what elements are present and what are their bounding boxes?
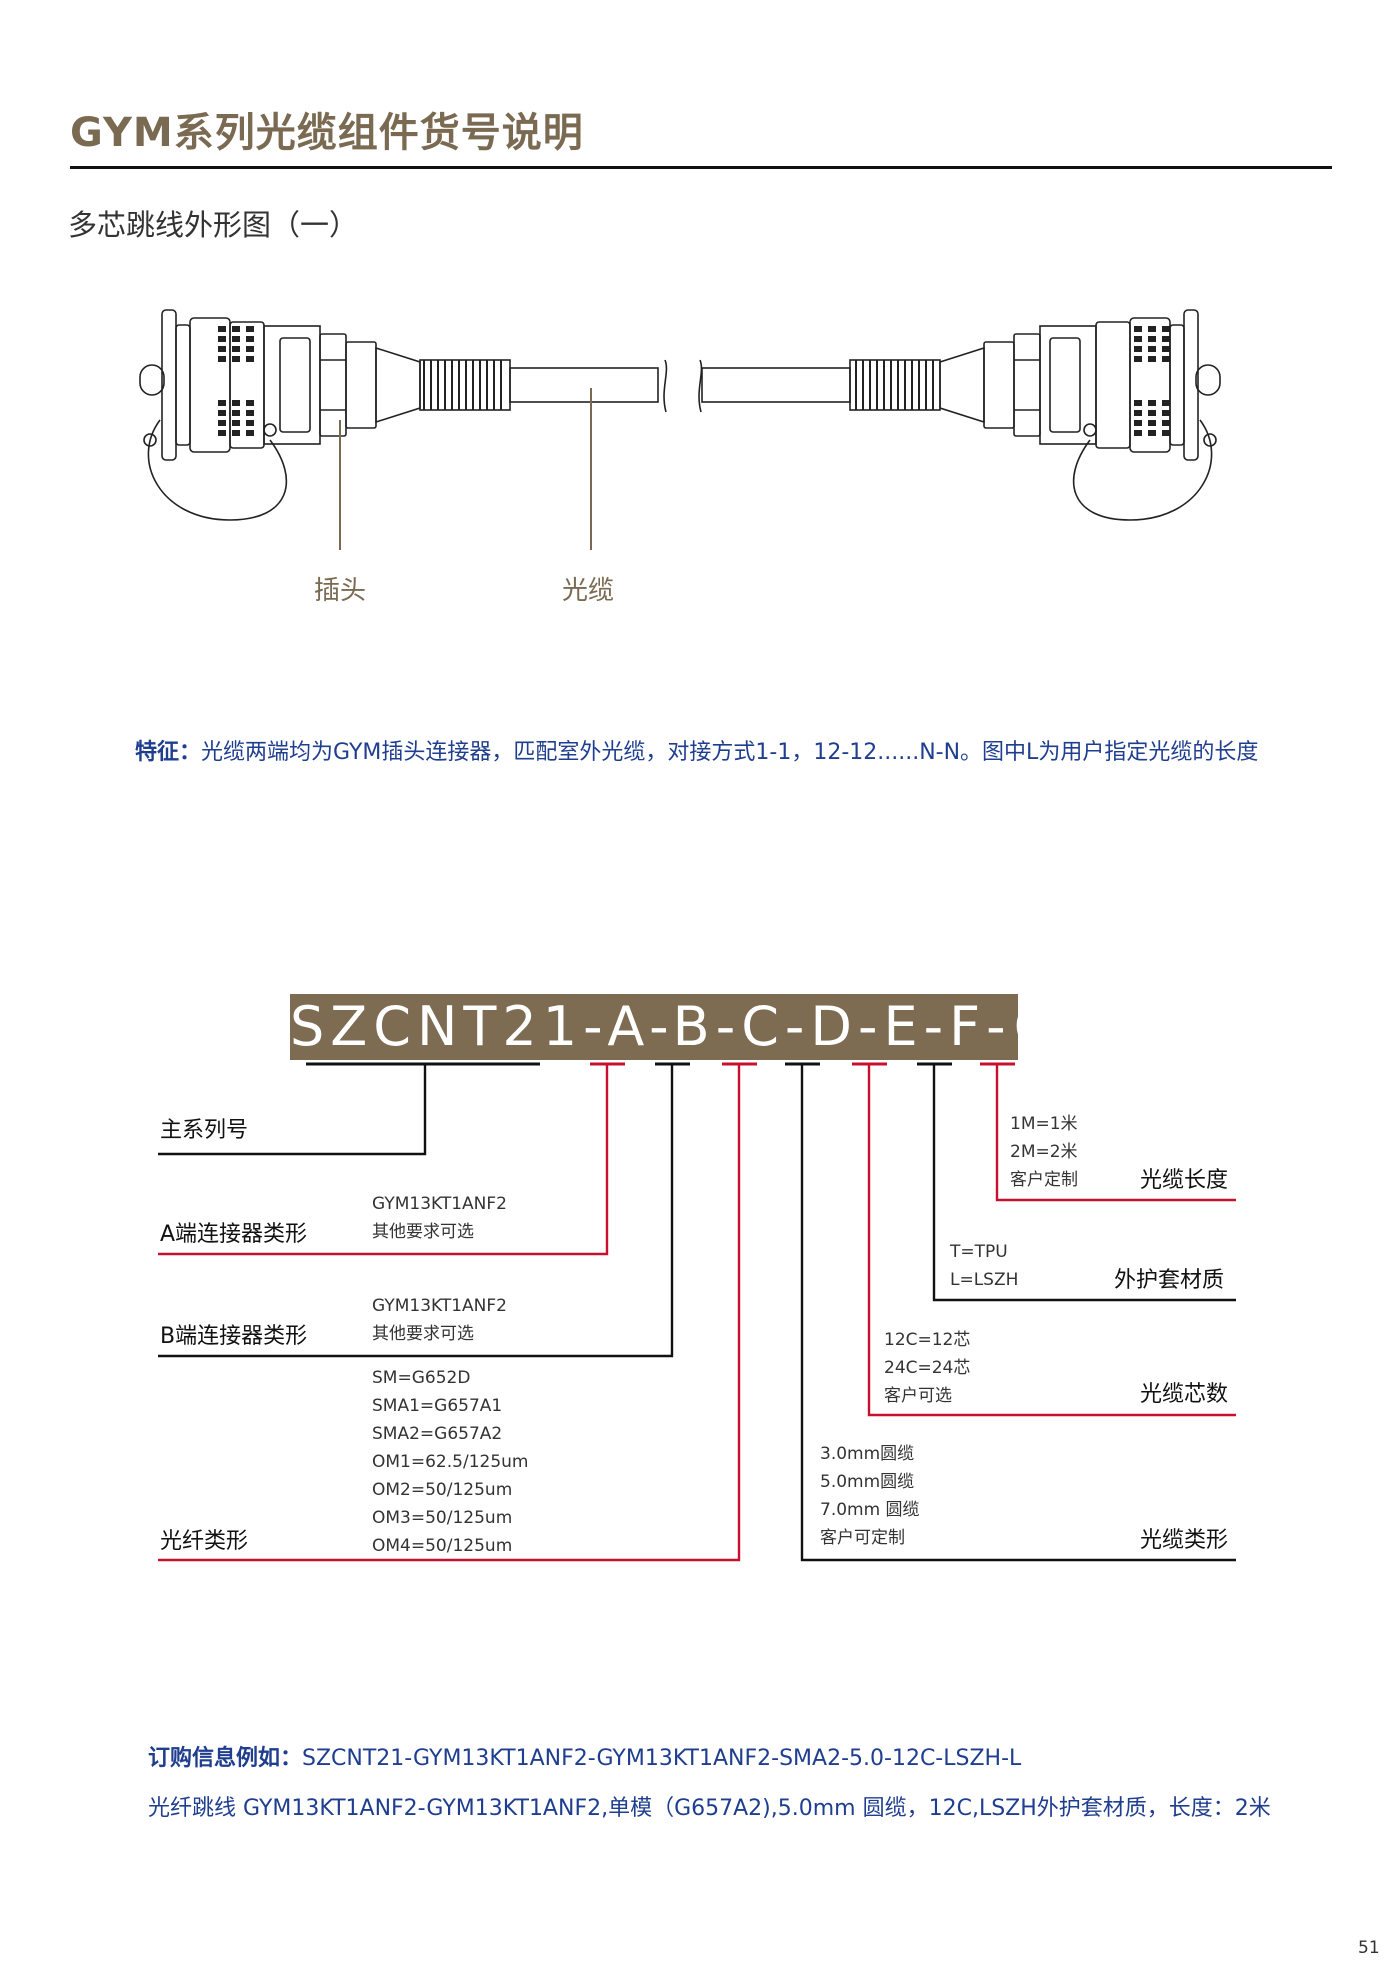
part-number-code: SZCNT21-A-B-C-D-E-F-G: [290, 994, 1062, 1060]
field-label-core-count: 光缆芯数: [1140, 1382, 1229, 1407]
order-code: SZCNT21-GYM13KT1ANF2-GYM13KT1ANF2-SMA2-5…: [302, 1746, 1022, 1771]
jacket-option-1: T=TPU: [950, 1242, 1008, 1262]
length-option-3: 客户定制: [1010, 1170, 1078, 1190]
cable-type-option-3: 7.0mm 圆缆: [820, 1500, 920, 1520]
field-b-option-1: GYM13KT1ANF2: [372, 1296, 507, 1316]
feature-label: 特征：: [135, 740, 202, 765]
field-a-option-1: GYM13KT1ANF2: [372, 1194, 507, 1214]
page-number: 51: [1358, 1938, 1380, 1958]
field-label-cable-length: 光缆长度: [1140, 1168, 1229, 1193]
fiber-option-7: OM4=50/125um: [372, 1536, 513, 1556]
section-subtitle: 多芯跳线外形图（一）: [68, 208, 359, 242]
order-label: 订购信息例如：: [148, 1746, 303, 1771]
cable-type-option-2: 5.0mm圆缆: [820, 1472, 915, 1492]
feature-description: 特征：光缆两端均为GYM插头连接器，匹配室外光缆，对接方式1-1，12-12..…: [135, 730, 1285, 776]
field-label-b-connector: B端连接器类形: [160, 1324, 308, 1349]
cable-assembly-drawing: [139, 309, 1221, 550]
field-label-main-series: 主系列号: [160, 1118, 249, 1143]
fiber-option-4: OM1=62.5/125um: [372, 1452, 529, 1472]
title-divider: [70, 166, 1332, 169]
order-description: 光纤跳线 GYM13KT1ANF2-GYM13KT1ANF2,单模（G657A2…: [148, 1796, 1271, 1821]
callout-cable: 光缆: [562, 576, 615, 606]
cores-option-1: 12C=12芯: [884, 1330, 971, 1350]
cores-option-2: 24C=24芯: [884, 1358, 971, 1378]
callout-plug: 插头: [314, 576, 367, 606]
field-b-option-2: 其他要求可选: [372, 1324, 474, 1344]
code-diagram-lines: [158, 1062, 1236, 1562]
length-option-1: 1M=1米: [1010, 1114, 1078, 1134]
fiber-option-2: SMA1=G657A1: [372, 1396, 503, 1416]
fiber-option-5: OM2=50/125um: [372, 1480, 513, 1500]
fiber-option-1: SM=G652D: [372, 1368, 471, 1388]
field-label-a-connector: A端连接器类形: [160, 1222, 308, 1247]
feature-text: 光缆两端均为GYM插头连接器，匹配室外光缆，对接方式1-1，12-12.....…: [201, 740, 1259, 765]
cable-type-option-4: 客户可定制: [820, 1528, 905, 1548]
cores-option-3: 客户可选: [884, 1386, 952, 1406]
cable-type-option-1: 3.0mm圆缆: [820, 1444, 915, 1464]
field-label-fiber-type: 光纤类形: [160, 1529, 249, 1554]
field-label-cable-type: 光缆类形: [1140, 1528, 1229, 1553]
field-a-option-2: 其他要求可选: [372, 1222, 474, 1242]
fiber-option-3: SMA2=G657A2: [372, 1424, 503, 1444]
page-title: GYM系列光缆组件货号说明: [70, 110, 584, 156]
order-example-line: 订购信息例如：SZCNT21-GYM13KT1ANF2-GYM13KT1ANF2…: [148, 1740, 1021, 1772]
jacket-option-2: L=LSZH: [950, 1270, 1019, 1290]
field-label-jacket-material: 外护套材质: [1114, 1268, 1225, 1293]
length-option-2: 2M=2米: [1010, 1142, 1078, 1162]
fiber-option-6: OM3=50/125um: [372, 1508, 513, 1528]
